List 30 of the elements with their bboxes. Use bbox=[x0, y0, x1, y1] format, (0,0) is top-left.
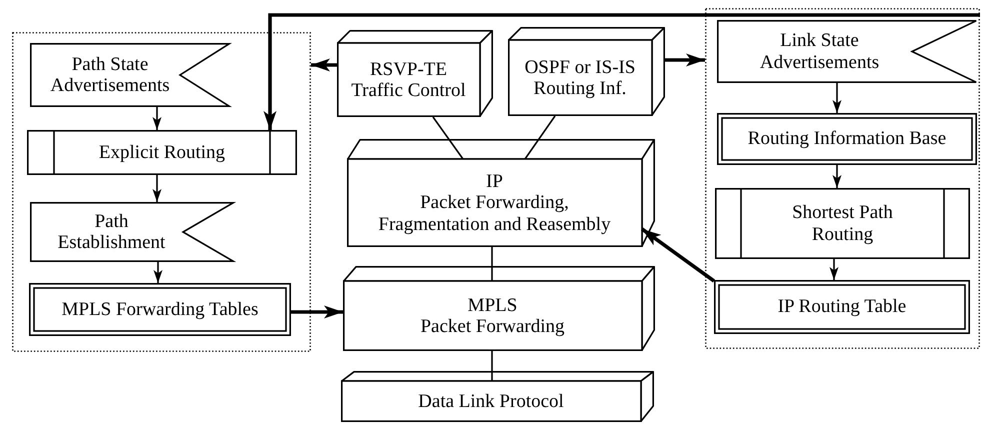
node-label: Data Link Protocol bbox=[418, 390, 564, 412]
connector-line bbox=[432, 116, 464, 160]
node-label: Routing Information Base bbox=[748, 128, 946, 150]
node-label: IP Routing Table bbox=[778, 296, 906, 318]
node-label: MPLS bbox=[468, 294, 518, 316]
arrow bbox=[291, 306, 343, 318]
node-label: Explicit Routing bbox=[98, 142, 226, 164]
arrow bbox=[152, 107, 162, 130]
node-label: MPLS Forwarding Tables bbox=[62, 298, 258, 320]
arrow bbox=[832, 165, 842, 188]
arrow bbox=[311, 58, 337, 72]
node-label: Link State Advertisements bbox=[758, 30, 880, 73]
arrow bbox=[264, 13, 980, 130]
node-label: Packet Forwarding bbox=[420, 316, 565, 338]
node-label: OSPF or IS-IS Routing Inf. bbox=[524, 56, 636, 100]
arrow bbox=[665, 54, 705, 66]
node-label: Shortest Path Routing bbox=[791, 202, 894, 245]
connector-line bbox=[491, 247, 493, 281]
node-label: Path State Advertisements bbox=[50, 54, 170, 96]
node-label: RSVP-TE Traffic Control bbox=[350, 58, 467, 102]
arrow bbox=[640, 228, 716, 282]
arrow bbox=[832, 83, 842, 113]
arrow bbox=[154, 262, 162, 283]
arrow bbox=[830, 259, 838, 280]
node-label: Packet Forwarding, Fragmentation and Reasembly bbox=[377, 192, 612, 235]
arrow bbox=[152, 175, 162, 202]
connector-line bbox=[524, 116, 556, 160]
node-label: Path Establishment bbox=[56, 210, 166, 254]
connector-line bbox=[491, 351, 493, 381]
node-label: IP bbox=[486, 171, 503, 192]
